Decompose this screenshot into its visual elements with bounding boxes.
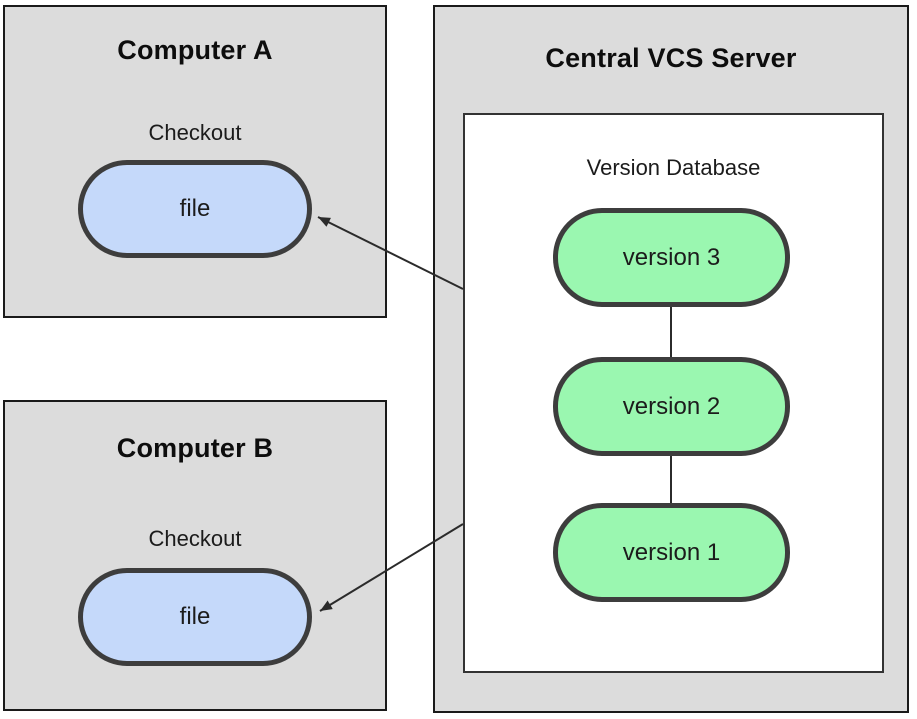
version-3-pill: version 3 [553, 208, 790, 307]
connector-v2-v1 [670, 456, 672, 503]
version-database-title: Version Database [586, 155, 761, 180]
version-database-box: Version Database version 3 version 2 ver… [463, 113, 884, 673]
file-pill-a-label: file [179, 195, 211, 222]
computer-b-box: Computer B Checkout file [3, 400, 387, 711]
connector-v3-v2 [670, 307, 672, 357]
version-2-label: version 2 [622, 392, 721, 420]
version-2-pill: version 2 [553, 357, 790, 456]
central-vcs-server-box: Central VCS Server Version Database vers… [433, 5, 909, 713]
computer-a-title: Computer A [117, 35, 273, 65]
file-pill-b: file [78, 568, 312, 666]
version-1-pill: version 1 [553, 503, 790, 602]
computer-b-title: Computer B [116, 433, 274, 463]
file-pill-b-label: file [179, 603, 211, 630]
file-pill-a: file [78, 160, 312, 258]
computer-b-checkout-label: Checkout [148, 526, 242, 551]
computer-a-box: Computer A Checkout file [3, 5, 387, 318]
version-1-label: version 1 [622, 538, 721, 566]
server-title: Central VCS Server [545, 43, 797, 73]
computer-a-checkout-label: Checkout [148, 120, 242, 145]
version-3-label: version 3 [622, 243, 721, 271]
